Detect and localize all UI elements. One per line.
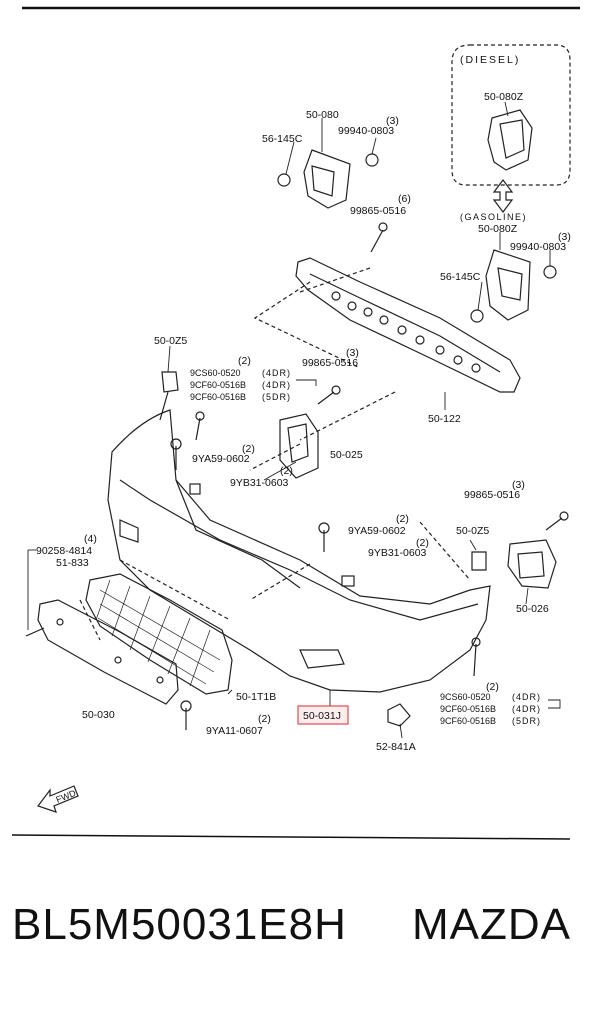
label-4dr-b: (4DR) <box>262 380 291 390</box>
label-9cf60-0516b-4dr-a: 9CF60-0516B <box>190 380 246 390</box>
label-qty-3-a: (3) <box>386 115 399 127</box>
screw-9cs60-right <box>473 643 477 677</box>
label-9ya59-0602-a: 9YA59-0602 <box>192 453 250 465</box>
label-50-1t1b: 50-1T1B <box>236 691 276 703</box>
label-4dr-a: (4DR) <box>262 368 291 378</box>
bolt-99865-top <box>370 229 384 253</box>
label-qty-6: (6) <box>398 193 411 205</box>
bolt-56145c-a <box>277 173 291 187</box>
clip-9yb31-right <box>341 575 355 587</box>
screw-9cs60-left <box>195 417 201 441</box>
label-5dr-b: (5DR) <box>512 716 541 726</box>
label-4dr-c: (4DR) <box>512 692 541 702</box>
label-56-145c-a: 56-145C <box>262 133 303 145</box>
gasoline-bracket <box>485 249 531 321</box>
label-99865-0516-mid: 99865-0516 <box>302 357 358 369</box>
label-9cs60-0520-b: 9CS60-0520 <box>440 692 491 702</box>
label-gasoline: (GASOLINE) <box>460 212 527 222</box>
label-fwd: FWD <box>55 788 78 805</box>
bolt-99865-right <box>545 517 563 531</box>
label-50-080: 50-080 <box>306 109 339 121</box>
clip-50-0z5-right <box>471 551 487 571</box>
label-50-031j: 50-031J <box>303 710 341 722</box>
brand-name: MAZDA <box>412 900 571 949</box>
label-99865-0516-right: 99865-0516 <box>464 489 520 501</box>
label-99940-0803-a: 99940-0803 <box>338 125 394 137</box>
label-9yb31-0603-a: 9YB31-0603 <box>230 477 289 489</box>
grille-50-1t1b <box>85 573 233 695</box>
bracket-50-080 <box>303 149 351 209</box>
reinforcement-holes <box>331 291 481 373</box>
label-qty-2-b: (2) <box>242 443 255 455</box>
grille-mesh <box>95 579 221 687</box>
label-9cf60-0516b-5dr-a: 9CF60-0516B <box>190 392 246 402</box>
diesel-box <box>451 44 571 186</box>
nut-99940-a <box>365 153 379 167</box>
clip-9yb31-left <box>189 483 201 495</box>
label-5dr-a: (5DR) <box>262 392 291 402</box>
label-90258-4814: 90258-4814 <box>36 545 92 557</box>
caption: BL5M50031E8H MAZDA <box>0 900 600 980</box>
label-99940-0803-b: 99940-0803 <box>510 241 566 253</box>
bumper-fascia-50-031j <box>107 409 491 693</box>
label-56-145c-b: 56-145C <box>440 271 481 283</box>
label-qty-2-d: (2) <box>396 513 409 525</box>
exchange-arrow-icon <box>492 179 514 213</box>
parts-diagram: (DIESEL) 50-080Z 50-080 (3) 99940-0803 5… <box>11 6 580 840</box>
label-50-0z5-left: 50-0Z5 <box>154 335 187 347</box>
label-4dr-d: (4DR) <box>512 704 541 714</box>
label-50-030: 50-030 <box>82 709 115 721</box>
label-50-122: 50-122 <box>428 413 461 425</box>
bracket-50-026 <box>507 539 557 589</box>
label-qty-2-f: (2) <box>258 713 271 725</box>
label-50-080z-gasoline: 50-080Z <box>478 223 518 235</box>
bolt-99865-mid <box>317 391 335 405</box>
label-qty-2-c: (2) <box>280 465 293 477</box>
label-qty-3-d: (3) <box>512 479 525 491</box>
label-9cs60-0520-a: 9CS60-0520 <box>190 368 241 378</box>
fwd-arrow-icon <box>37 785 79 813</box>
part-number: BL5M50031E8H <box>12 900 347 949</box>
label-qty-2-a: (2) <box>238 355 251 367</box>
label-qty-3-b: (3) <box>558 231 571 243</box>
label-9cf60-0516b-5dr-b: 9CF60-0516B <box>440 716 496 726</box>
label-qty-2-e: (2) <box>416 537 429 549</box>
label-50-0z5-right: 50-0Z5 <box>456 525 489 537</box>
bottom-border <box>11 834 571 840</box>
bolt-56145c-b <box>470 309 484 323</box>
label-qty-3-c: (3) <box>346 347 359 359</box>
label-9ya11-0607: 9YA11-0607 <box>206 725 263 737</box>
label-50-026: 50-026 <box>516 603 549 615</box>
label-99865-0516-top: 99865-0516 <box>350 205 406 217</box>
clip-50-0z5-left <box>161 371 179 393</box>
fog-lamp-opening <box>299 649 345 669</box>
bolt-90258 <box>25 627 45 637</box>
highlight-box-50-031j <box>297 705 349 725</box>
label-52-841a: 52-841A <box>376 741 416 753</box>
clip-52-841a <box>387 703 411 727</box>
label-9ya59-0602-b: 9YA59-0602 <box>348 525 406 537</box>
label-9cf60-0516b-4dr-b: 9CF60-0516B <box>440 704 496 714</box>
bracket-50-025 <box>279 413 319 479</box>
label-9yb31-0603-b: 9YB31-0603 <box>368 547 427 559</box>
nut-99940-b <box>543 265 557 279</box>
diesel-bracket <box>487 109 533 171</box>
label-diesel: (DIESEL) <box>460 54 520 66</box>
label-51-833: 51-833 <box>56 557 89 569</box>
license-plate-50-030 <box>37 599 179 705</box>
reinforcement-50-122 <box>295 257 521 393</box>
label-qty-4: (4) <box>84 533 97 545</box>
label-50-080z-diesel: 50-080Z <box>484 91 524 103</box>
label-50-025: 50-025 <box>330 449 363 461</box>
label-qty-2-g: (2) <box>486 681 499 693</box>
